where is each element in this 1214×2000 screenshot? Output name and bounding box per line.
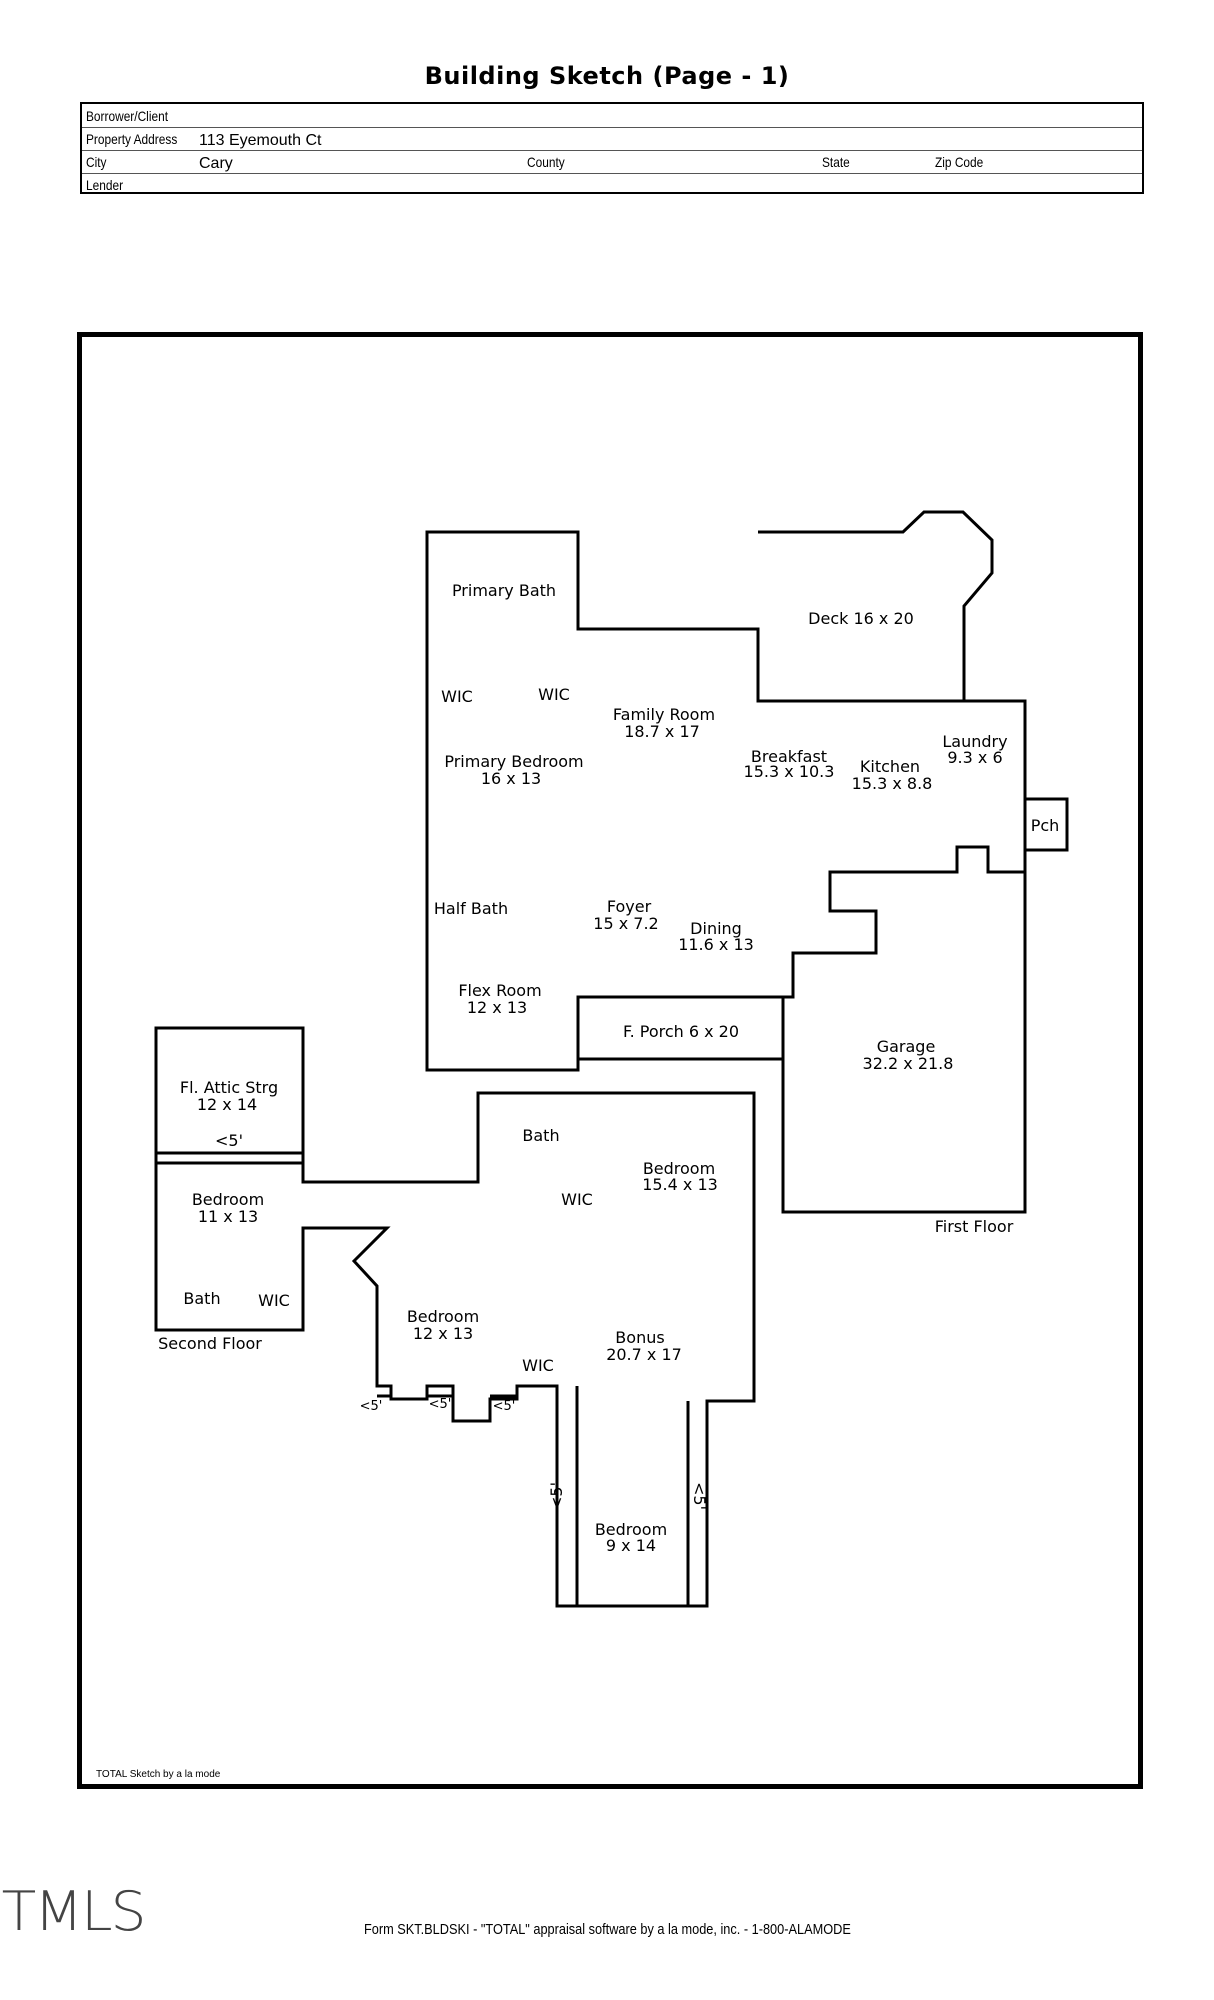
second-floor-main-outline: [154, 1026, 756, 1608]
city-row: City Cary County State Zip Code: [82, 150, 1142, 174]
zip-label: Zip Code: [935, 154, 984, 170]
room-family-room-dim: 18.7 x 17: [624, 722, 700, 741]
room-primary-bedroom-dim: 16 x 13: [481, 769, 541, 788]
footer-text: Form SKT.BLDSKI - "TOTAL" appraisal soft…: [363, 1921, 851, 1938]
wic-label: WIC: [258, 1291, 290, 1310]
address-row: Property Address 113 Eyemouth Ct: [82, 127, 1142, 151]
city-label: City: [86, 154, 107, 170]
wic-label: WIC: [538, 685, 570, 704]
wic-label: WIC: [561, 1190, 593, 1209]
borrower-row: Borrower/Client: [82, 104, 1142, 128]
room-bonus: Bonus: [615, 1328, 664, 1347]
label-under-5ft: <5': [360, 1399, 383, 1414]
lender-row: Lender: [82, 173, 1142, 196]
room-half-bath: Half Bath: [434, 899, 508, 918]
tmls-logo: TMLS: [1, 1880, 147, 1943]
sketch-credit: TOTAL Sketch by a la mode: [96, 1769, 221, 1780]
wic-label: WIC: [441, 687, 473, 706]
form-footer: Form SKT.BLDSKI - "TOTAL" appraisal soft…: [0, 1921, 1214, 1938]
room-foyer-dim: 15 x 7.2: [593, 914, 658, 933]
page-title: Building Sketch (Page - 1): [424, 62, 790, 90]
room-bedroom-dim: 9 x 14: [606, 1536, 656, 1555]
first-floor-main-outline: [425, 530, 1027, 1072]
pch-outline: [1023, 797, 1069, 852]
county-label: County: [527, 154, 565, 170]
label-second-floor: Second Floor: [158, 1334, 262, 1353]
room-flex-room: Flex Room: [458, 981, 541, 1000]
room-bedroom: Bedroom: [595, 1520, 667, 1539]
room-bedroom-dim: 12 x 13: [413, 1324, 473, 1343]
attic-divider: [156, 1151, 303, 1165]
room-garage: Garage: [877, 1037, 936, 1056]
room-kitchen: Kitchen: [860, 757, 920, 776]
state-label: State: [822, 154, 850, 170]
room-bonus-dim: 20.7 x 17: [606, 1345, 682, 1364]
lender-label: Lender: [86, 177, 124, 193]
room-bedroom: Bedroom: [192, 1190, 264, 1209]
sketch-frame: [77, 332, 1143, 1789]
city-value: Cary: [199, 155, 233, 172]
room-bedroom: Bedroom: [643, 1159, 715, 1178]
room-breakfast-dim: 15.3 x 10.3: [744, 762, 835, 781]
label-under-5ft: <5': [690, 1482, 709, 1510]
room-bedroom-dim: 15.4 x 13: [642, 1175, 718, 1194]
room-bedroom-dim: 11 x 13: [198, 1207, 258, 1226]
room-primary-bedroom: Primary Bedroom: [444, 752, 583, 771]
address-value: 113 Eyemouth Ct: [199, 132, 322, 149]
room-pch: Pch: [1031, 816, 1060, 835]
room-bedroom: Bedroom: [407, 1307, 479, 1326]
room-garage-dim: 32.2 x 21.8: [863, 1054, 954, 1073]
borrower-label: Borrower/Client: [86, 108, 169, 124]
room-kitchen-dim: 15.3 x 8.8: [852, 774, 933, 793]
label-under-5ft: <5': [547, 1482, 566, 1510]
room-bath: Bath: [522, 1126, 559, 1145]
label-under-5ft: <5': [493, 1399, 516, 1414]
room-attic: Fl. Attic Strg: [180, 1078, 278, 1097]
room-foyer: Foyer: [607, 897, 652, 916]
room-bath: Bath: [183, 1289, 220, 1308]
wic-label: WIC: [522, 1356, 554, 1375]
property-info-table: Borrower/Client Property Address 113 Eye…: [80, 102, 1144, 194]
room-flex-room-dim: 12 x 13: [467, 998, 527, 1017]
address-label: Property Address: [86, 131, 178, 147]
room-attic-dim: 12 x 14: [197, 1095, 257, 1114]
label-under-5ft: <5': [215, 1131, 243, 1150]
label-first-floor: First Floor: [935, 1217, 1014, 1236]
room-front-porch: F. Porch 6 x 20: [623, 1022, 739, 1041]
room-breakfast: Breakfast: [751, 747, 827, 766]
deck-outline: [758, 510, 994, 701]
garage-outline: [781, 872, 1027, 1214]
room-dining: Dining: [690, 919, 742, 938]
room-family-room: Family Room: [613, 705, 715, 724]
room-primary-bath: Primary Bath: [452, 581, 556, 600]
room-laundry: Laundry: [942, 732, 1007, 751]
room-dining-dim: 11.6 x 13: [678, 935, 754, 954]
room-deck: Deck 16 x 20: [808, 609, 914, 628]
room-laundry-dim: 9.3 x 6: [947, 748, 1002, 767]
label-under-5ft: <5': [429, 1397, 452, 1412]
